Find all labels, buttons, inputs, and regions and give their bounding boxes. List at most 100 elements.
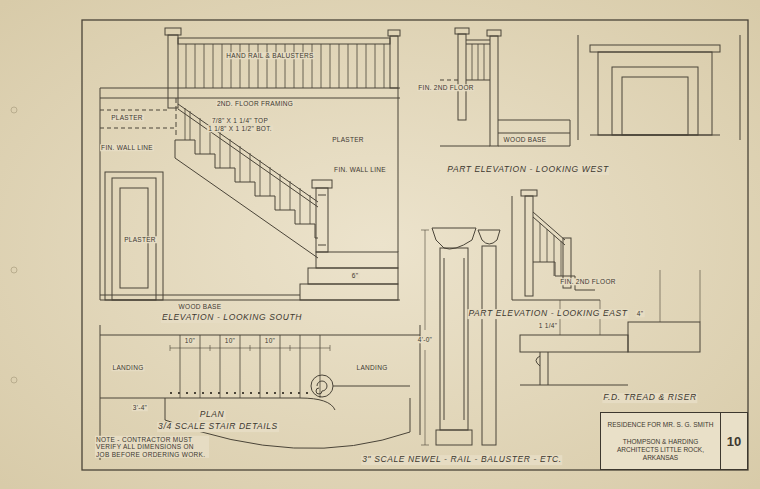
west-elevation	[455, 28, 469, 34]
east-elevation	[533, 212, 565, 245]
south-elevation	[186, 44, 384, 88]
south-elevation	[318, 195, 326, 245]
stair-plan	[170, 392, 310, 394]
south-elevation	[100, 28, 400, 300]
south-elevation	[388, 30, 400, 36]
view-title: PLAN	[199, 410, 226, 420]
stair-plan	[170, 345, 330, 351]
punch-hole	[11, 107, 17, 113]
east-elevation	[540, 223, 561, 276]
south-elevation	[100, 88, 400, 98]
mantel-elevation	[598, 52, 712, 135]
west-elevation	[440, 80, 458, 81]
drawing-label: 10"	[264, 337, 276, 344]
south-elevation	[390, 36, 398, 88]
south-elevation	[168, 35, 178, 108]
drawing-label: 10"	[224, 337, 236, 344]
mantel-elevation	[612, 67, 698, 135]
south-elevation	[100, 295, 400, 300]
drawing-label: PLASTER	[123, 236, 157, 243]
sheet-border	[82, 20, 748, 470]
west-elevation	[466, 40, 490, 44]
mantel-elevation	[578, 35, 740, 140]
west-elevation	[466, 80, 570, 146]
south-elevation	[300, 284, 398, 300]
west-elevation	[490, 36, 498, 146]
drawing-label: FIN. WALL LINE	[100, 144, 154, 151]
tread-riser-detail	[520, 335, 628, 352]
title-text: THOMPSON & HARDING ARCHITECTS LITTLE ROC…	[605, 438, 716, 461]
drawing-label: 1 1/8" X 1 1/2" BOT.	[207, 125, 273, 132]
south-elevation	[316, 188, 328, 252]
drawing-label: FIN. 2ND FLOOR	[559, 278, 616, 285]
view-title: 3" SCALE NEWEL - RAIL - BALUSTER - ETC.	[361, 455, 562, 465]
drawing-label: PLASTER	[110, 114, 144, 121]
sheet-number: 10	[721, 413, 747, 469]
view-title: PART ELEVATION - LOOKING EAST	[467, 309, 628, 319]
south-elevation	[316, 252, 398, 268]
east-elevation	[521, 190, 537, 196]
tread-riser-detail	[520, 385, 628, 386]
drawing-label: 4"	[636, 310, 645, 317]
south-elevation	[185, 108, 310, 224]
drawing-label: 3'-4"	[132, 404, 148, 411]
tread-riser-detail	[560, 270, 700, 335]
stair-plan	[316, 381, 327, 394]
tread-riser-detail	[520, 270, 700, 385]
tread-riser-detail	[536, 356, 540, 366]
view-title: ELEVATION - LOOKING SOUTH	[161, 313, 303, 323]
stair-plan	[311, 375, 333, 397]
drawing-label: 7/8" X 1 1/4" TOP	[211, 117, 269, 124]
tread-riser-detail	[628, 322, 700, 352]
newel-detail	[478, 230, 500, 244]
south-elevation	[100, 110, 175, 128]
view-title: 3/4 SCALE STAIR DETAILS	[157, 422, 279, 432]
south-elevation	[175, 140, 318, 238]
east-elevation	[525, 196, 533, 296]
drawing-label: PLASTER	[331, 136, 365, 143]
punch-hole	[11, 107, 17, 383]
mantel-elevation	[590, 135, 720, 136]
drawing-label: 6"	[351, 272, 360, 279]
newel-detail	[444, 258, 464, 420]
drawing-label: 10"	[184, 337, 196, 344]
drawing-label: FIN. 2ND FLOOR	[417, 84, 474, 91]
south-elevation	[105, 172, 163, 300]
title-block: RESIDENCE FOR MR. S. G. SMITH THOMPSON & …	[600, 412, 748, 470]
newel-detail	[436, 430, 472, 445]
drawing-label: FIN. WALL LINE	[333, 166, 387, 173]
newel-detail	[432, 228, 476, 249]
drawing-label: WOOD BASE	[178, 303, 223, 310]
drawing-label: 1 1/4"	[538, 322, 559, 329]
south-elevation	[312, 180, 332, 188]
west-elevation	[458, 34, 466, 120]
title-block-column: RESIDENCE FOR MR. S. G. SMITH THOMPSON & …	[601, 413, 721, 469]
drawing-label: 4'-0"	[417, 336, 433, 343]
south-elevation	[178, 104, 318, 207]
tread-riser-detail	[540, 352, 548, 385]
view-title: PART ELEVATION - LOOKING WEST	[446, 165, 609, 175]
drawing-label: 2ND. FLOOR FRAMING	[216, 100, 294, 107]
title-text: RESIDENCE FOR MR. S. G. SMITH	[605, 421, 716, 429]
south-elevation	[178, 38, 390, 44]
south-elevation	[176, 98, 177, 135]
south-elevation	[175, 140, 318, 258]
south-elevation	[165, 28, 181, 35]
west-elevation	[440, 146, 490, 147]
drawing-label: NOTE - CONTRACTOR MUST VERIFY ALL DIMENS…	[95, 436, 209, 458]
drawing-label: WOOD BASE	[503, 136, 548, 143]
drawing-label: LANDING	[112, 364, 145, 371]
drawing-label: HAND RAIL & BALUSTERS	[225, 52, 314, 59]
newel-detail	[440, 248, 468, 430]
east-elevation	[512, 196, 513, 300]
south-elevation	[308, 268, 398, 284]
drawing-label: LANDING	[356, 364, 389, 371]
stair-plan	[180, 335, 320, 398]
south-elevation	[100, 88, 398, 300]
mantel-elevation	[622, 77, 688, 135]
south-elevation	[112, 178, 156, 300]
punch-hole	[11, 267, 17, 273]
view-title: F.D. TREAD & RISER	[602, 393, 697, 403]
